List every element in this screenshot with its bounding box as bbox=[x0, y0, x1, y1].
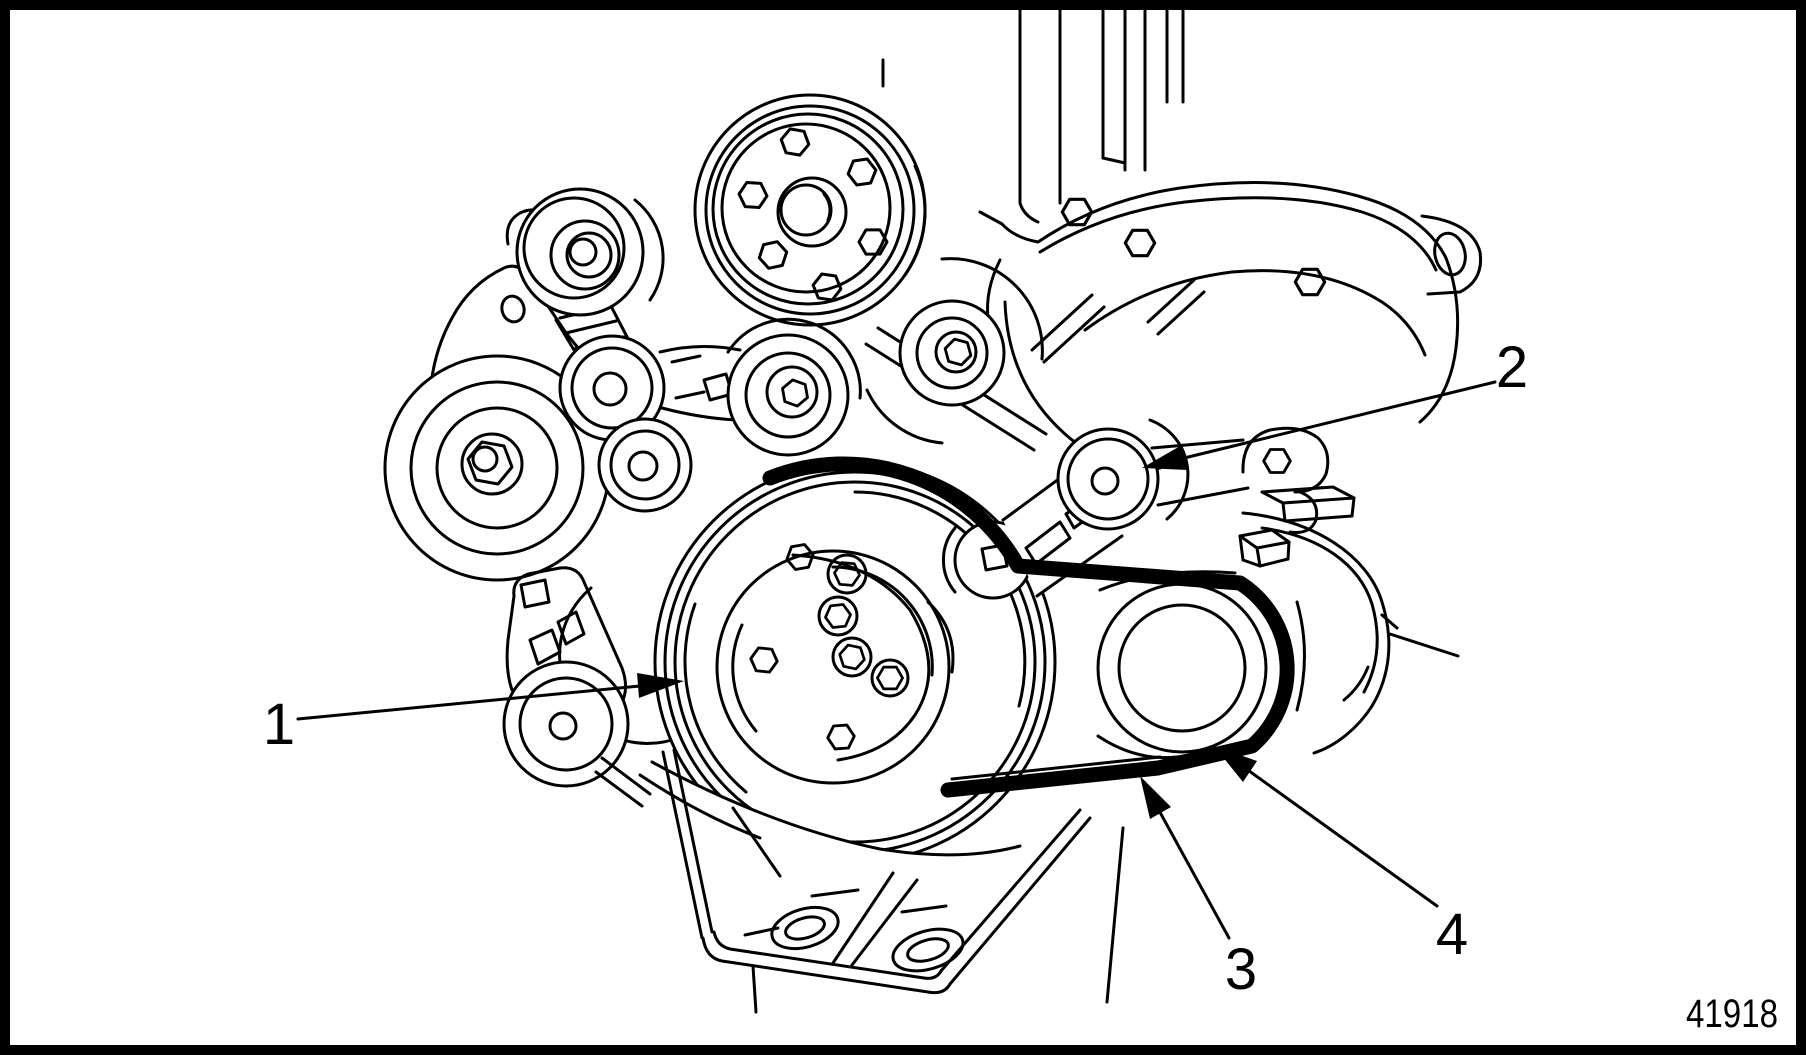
arrowhead-3-icon bbox=[1140, 776, 1171, 819]
arrowhead-1-icon bbox=[637, 673, 684, 698]
drive-belt bbox=[762, 456, 1295, 798]
callout-3-label: 3 bbox=[1225, 937, 1257, 1002]
leader-2 bbox=[1174, 380, 1497, 462]
slot-hole bbox=[770, 905, 840, 951]
fan-pulley bbox=[693, 93, 927, 327]
tensioner-pulley-upper-left bbox=[515, 187, 665, 317]
callout-leaders bbox=[296, 380, 1497, 940]
engine-block-structure bbox=[864, 6, 1483, 470]
mounting-lug bbox=[1420, 214, 1483, 296]
arrowhead-4-icon bbox=[1214, 746, 1257, 782]
arrowhead-2-icon bbox=[1142, 445, 1188, 470]
callout-1-label: 1 bbox=[263, 692, 295, 757]
callout-labels: 1 2 3 4 41918 bbox=[263, 335, 1778, 1036]
leader-4 bbox=[1243, 766, 1439, 908]
idler-pulley-left bbox=[383, 354, 611, 582]
idler-pulley-center bbox=[726, 317, 862, 457]
leader-3 bbox=[1154, 803, 1231, 940]
slot-hole bbox=[891, 927, 965, 973]
figure-number: 41918 bbox=[1686, 992, 1778, 1036]
guide-pulleys-center bbox=[558, 334, 742, 513]
belt-edge-line bbox=[950, 755, 1162, 781]
callout-2-label: 2 bbox=[1496, 335, 1528, 400]
idler-pulley-upper-right bbox=[865, 257, 1044, 445]
tensioner-pulley bbox=[1056, 427, 1160, 531]
callout-4-label: 4 bbox=[1436, 902, 1468, 967]
leader-1 bbox=[296, 683, 652, 721]
mounting-bracket bbox=[638, 748, 1125, 1014]
